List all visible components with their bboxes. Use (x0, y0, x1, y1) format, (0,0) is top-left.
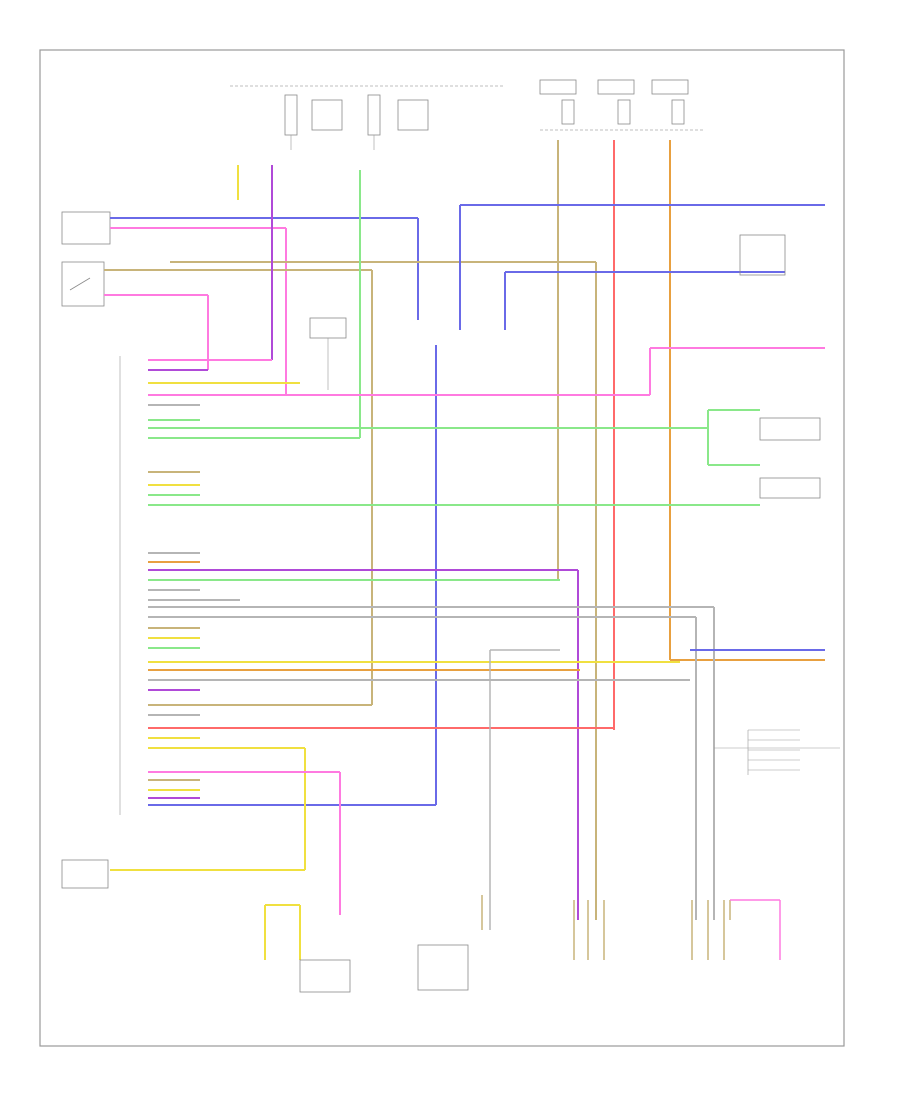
transmission-control-module (739, 234, 786, 276)
diagram-frame (39, 49, 845, 1047)
oil-level-sensor (759, 477, 821, 499)
relay-bottom (299, 959, 351, 993)
fuse-block (284, 94, 429, 150)
left-upper-sensor (61, 211, 111, 245)
ground-points (714, 729, 840, 775)
fuse-block-right (539, 79, 705, 131)
splice-pack (309, 317, 347, 390)
lower-left-sensor (264, 904, 301, 960)
throttle-position-sensor (61, 859, 109, 889)
brake-light-switch (61, 261, 105, 307)
fuel-level-sensor (759, 417, 821, 441)
lower-right-connector (729, 899, 781, 960)
sub-sensor-bottom (417, 944, 469, 991)
